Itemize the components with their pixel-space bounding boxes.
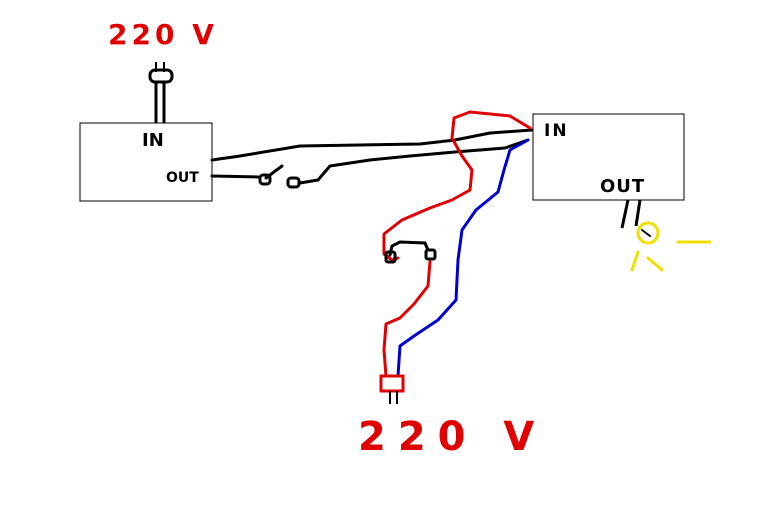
red-wire-lower	[382, 260, 432, 378]
plug-top-icon	[148, 62, 174, 84]
inline-switch-icon	[384, 240, 437, 264]
red-wire	[382, 110, 532, 262]
device-box-1	[79, 122, 213, 202]
box2-out-label: OUT	[600, 176, 645, 197]
switch-icon	[258, 173, 301, 189]
box1-out-label: OUT	[166, 170, 199, 186]
top-supply-cord	[154, 82, 166, 123]
plug-bottom-icon	[379, 374, 405, 404]
supply-bottom-label: 220 V	[358, 414, 546, 460]
box1-in-label: IN	[142, 130, 164, 151]
lamp-cord	[620, 199, 642, 229]
box2-in-label: IN	[544, 121, 569, 141]
blue-wire	[396, 138, 530, 378]
light-bulb-icon	[630, 221, 712, 272]
supply-top-label: 220 V	[108, 18, 218, 51]
device-box-2	[532, 113, 685, 201]
